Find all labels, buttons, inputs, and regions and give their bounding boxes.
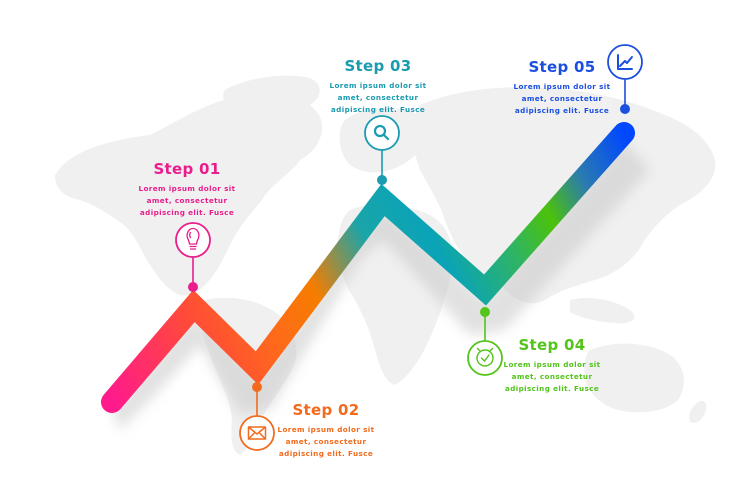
growth-chart-icon	[617, 54, 633, 70]
step-03-description: Lorem ipsum dolor sit amet, consectetur …	[329, 81, 427, 114]
search-icon	[373, 124, 390, 141]
line-shadow	[112, 141, 650, 430]
step-01-description: Lorem ipsum dolor sit amet, consectetur …	[138, 184, 236, 217]
step-04-pin	[467, 307, 503, 376]
step-01-title: Step 01	[153, 160, 221, 178]
step-03-text: Step 03 Lorem ipsum dolor sit amet, cons…	[308, 57, 448, 116]
lightbulb-icon	[186, 227, 200, 250]
step-02-description: Lorem ipsum dolor sit amet, consectetur …	[277, 425, 375, 458]
step-04-description: Lorem ipsum dolor sit amet, consectetur …	[503, 360, 601, 393]
step-02-text: Step 02 Lorem ipsum dolor sit amet, cons…	[256, 401, 396, 460]
step-05-text: Step 05 Lorem ipsum dolor sit amet, cons…	[492, 58, 632, 117]
step-01-icon-ring	[175, 222, 211, 258]
step-04-text: Step 04 Lorem ipsum dolor sit amet, cons…	[482, 336, 622, 395]
step-05-title: Step 05	[528, 58, 596, 76]
step-01-pin	[175, 222, 211, 292]
step-02-title: Step 02	[292, 401, 360, 419]
step-04-icon-ring	[467, 340, 503, 376]
step-03-icon-ring	[364, 115, 400, 151]
step-04-title: Step 04	[518, 336, 586, 354]
progress-line	[101, 122, 635, 413]
step-05-pin	[607, 44, 643, 114]
step-05-description: Lorem ipsum dolor sit amet, consectetur …	[513, 82, 611, 115]
step-03-title: Step 03	[344, 57, 412, 75]
step-01-text: Step 01 Lorem ipsum dolor sit amet, cons…	[117, 160, 257, 219]
step-02-icon-ring	[239, 415, 275, 451]
step-03-pin	[364, 115, 400, 185]
step-02-pin	[239, 382, 275, 451]
envelope-icon	[247, 426, 267, 440]
clock-icon	[476, 347, 494, 367]
